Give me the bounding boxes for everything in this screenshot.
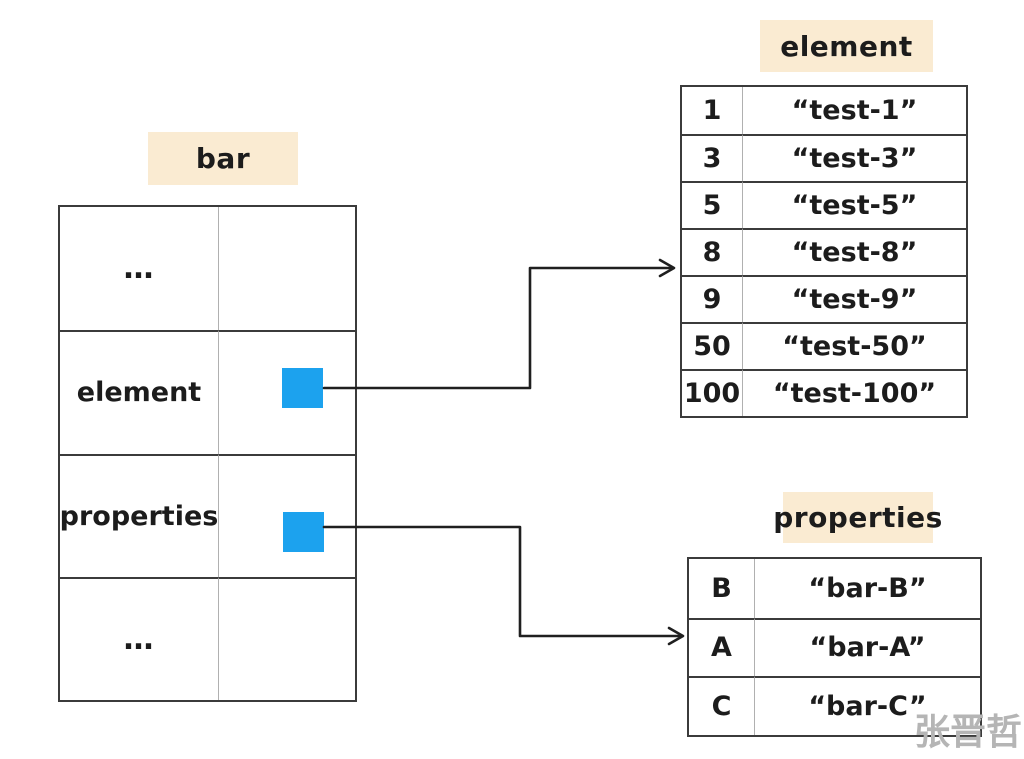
properties-row-key: A — [689, 617, 754, 677]
properties-table: B “bar-B” A “bar-A” C “bar-C” — [687, 557, 982, 737]
element-row-key: 100 — [682, 369, 742, 416]
properties-row-value: “bar-C” — [754, 676, 980, 735]
properties-row-key: C — [689, 676, 754, 735]
element-row-value: “test-3” — [742, 134, 966, 181]
element-row-value: “test-8” — [742, 228, 966, 275]
bar-row-field: properties — [60, 453, 218, 577]
element-row-value: “test-1” — [742, 87, 966, 134]
element-row-value: “test-100” — [742, 369, 966, 416]
element-row-key: 3 — [682, 134, 742, 181]
element-table-title: element — [760, 20, 933, 72]
element-pointer-square — [282, 368, 323, 408]
element-arrow-head — [658, 258, 676, 278]
bar-table: … element properties … — [58, 205, 357, 702]
bar-table-title-text: bar — [195, 142, 251, 175]
properties-table-title: properties — [773, 492, 942, 543]
element-table-title-text: element — [780, 29, 913, 63]
element-arrow — [322, 266, 674, 390]
element-row-key: 1 — [702, 95, 722, 126]
element-row-value: “test-5” — [742, 181, 966, 228]
author-watermark: 张晋哲 — [913, 712, 1022, 753]
properties-row-value: “bar-A” — [754, 617, 980, 677]
properties-arrow-head — [667, 626, 685, 646]
bar-table-title: bar — [148, 132, 298, 185]
properties-table-title-text: properties — [773, 501, 943, 534]
element-row-key: 50 — [682, 322, 742, 369]
element-row-key: 5 — [682, 181, 742, 228]
properties-arrow — [322, 525, 682, 638]
bar-row-field: … — [123, 251, 155, 287]
bar-row-value-cell — [218, 453, 355, 577]
bar-row-value-cell — [218, 330, 355, 454]
element-row-key: 9 — [682, 275, 742, 322]
bar-row-value-cell — [218, 207, 355, 331]
element-row-value: “test-9” — [742, 275, 966, 322]
properties-pointer-square — [283, 512, 324, 552]
properties-row-value: “bar-B” — [754, 559, 980, 618]
bar-row-value-cell — [218, 576, 355, 700]
properties-row-key: B — [711, 572, 732, 604]
bar-row-field: … — [60, 576, 218, 700]
element-table: 1 “test-1” 3 “test-3” 5 “test-5” 8 “test… — [680, 85, 968, 418]
element-row-key: 8 — [682, 228, 742, 275]
bar-row-field: element — [60, 330, 218, 453]
element-row-value: “test-50” — [742, 322, 966, 369]
